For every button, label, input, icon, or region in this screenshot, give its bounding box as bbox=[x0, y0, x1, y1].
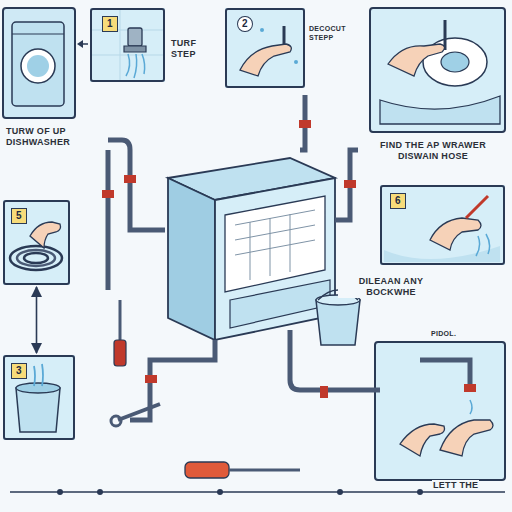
step-panel: 1 bbox=[90, 8, 165, 82]
step-number: 6 bbox=[390, 193, 406, 209]
step-caption: LETT THE bbox=[432, 480, 479, 491]
step-panel: 5 bbox=[3, 200, 70, 285]
step-number: 1 bbox=[102, 16, 118, 32]
step-caption: DECOCUT STEPP bbox=[308, 24, 368, 42]
step-panel: 6 bbox=[380, 185, 505, 265]
step-panel: 3 bbox=[3, 355, 75, 440]
step-caption: TURF STEP bbox=[170, 38, 222, 60]
step-caption: TURW OF UP DISHWASHER bbox=[5, 126, 79, 148]
step-number: 5 bbox=[11, 208, 27, 224]
step-caption: DILEAAN ANY BOCKWHE bbox=[338, 276, 444, 298]
step-number: 2 bbox=[237, 16, 253, 32]
step-panel: 2 bbox=[225, 8, 305, 88]
step-caption: FIND THE AP WRAWER DISWAIN HOSE bbox=[358, 140, 508, 162]
step-arrow bbox=[36, 287, 38, 353]
step-number: 3 bbox=[11, 363, 27, 379]
step-caption: PIDOL. bbox=[430, 329, 457, 338]
